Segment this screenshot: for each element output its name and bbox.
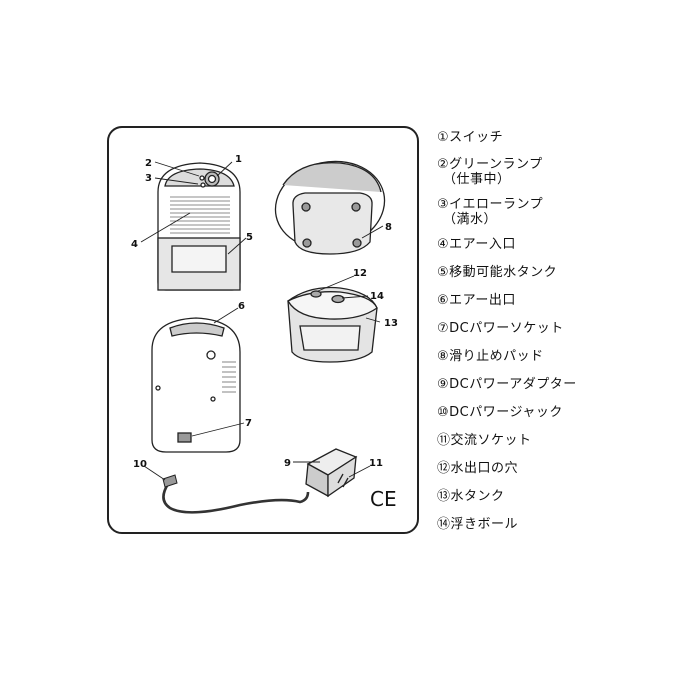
legend-item-water-outlet-hole: ⑫水出口の穴 [437,461,519,476]
front-view-unit [157,162,241,291]
callout-2: 2 [145,158,152,169]
callout-7: 7 [245,418,252,429]
callout-line-8 [361,225,384,239]
legend-item-nonslip-pad: ⑧滑り止めパッド [437,349,544,364]
callout-9: 9 [284,458,291,469]
water-tank-unit [287,286,378,363]
back-callout-lines [191,307,245,437]
legend-item-ac-socket: ⑪交流ソケット [437,433,532,448]
power-adapter [305,448,358,498]
parts-legend: ①スイッチ ②グリーンランプ（仕事中） ③イエローランプ（満水） ④エアー入口 … [437,130,577,532]
callout-14: 14 [370,291,384,302]
legend-item-dc-adapter: ⑨DCパワーアダプター [437,377,577,392]
legend-item-air-inlet: ④エアー入口 [437,237,516,252]
back-view-unit [151,317,241,453]
legend-item-dc-socket: ⑦DCパワーソケット [437,321,564,336]
legend-item-float-ball: ⑭浮きボール [437,517,519,532]
legend-item-air-outlet: ⑥エアー出口 [437,293,516,308]
callout-6: 6 [238,301,245,312]
legend-item-dc-jack: ⑩DCパワージャック [437,405,563,420]
front-callout-lines [140,161,247,255]
legend-item-removable-tank: ⑤移動可能水タンク [437,265,558,280]
callout-8: 8 [385,222,392,233]
callout-1: 1 [235,154,242,165]
power-cable [162,483,310,514]
callout-10: 10 [133,459,147,470]
dc-jack [162,474,178,488]
callout-3: 3 [145,173,152,184]
adapter-callout-lines [143,461,371,481]
callout-11: 11 [369,458,383,469]
legend-item-yellow-lamp: ③イエローランプ（満水） [437,197,544,227]
callout-4: 4 [131,239,138,250]
callout-13: 13 [384,318,398,329]
legend-item-water-tank: ⑬水タンク [437,489,505,504]
legend-item-switch: ①スイッチ [437,130,504,145]
ce-mark: CE [370,487,397,511]
callout-12: 12 [353,268,367,279]
callout-5: 5 [246,232,253,243]
bottom-view-unit [274,160,386,255]
tank-callout-lines [317,275,381,323]
legend-item-green-lamp: ②グリーンランプ（仕事中） [437,157,543,187]
